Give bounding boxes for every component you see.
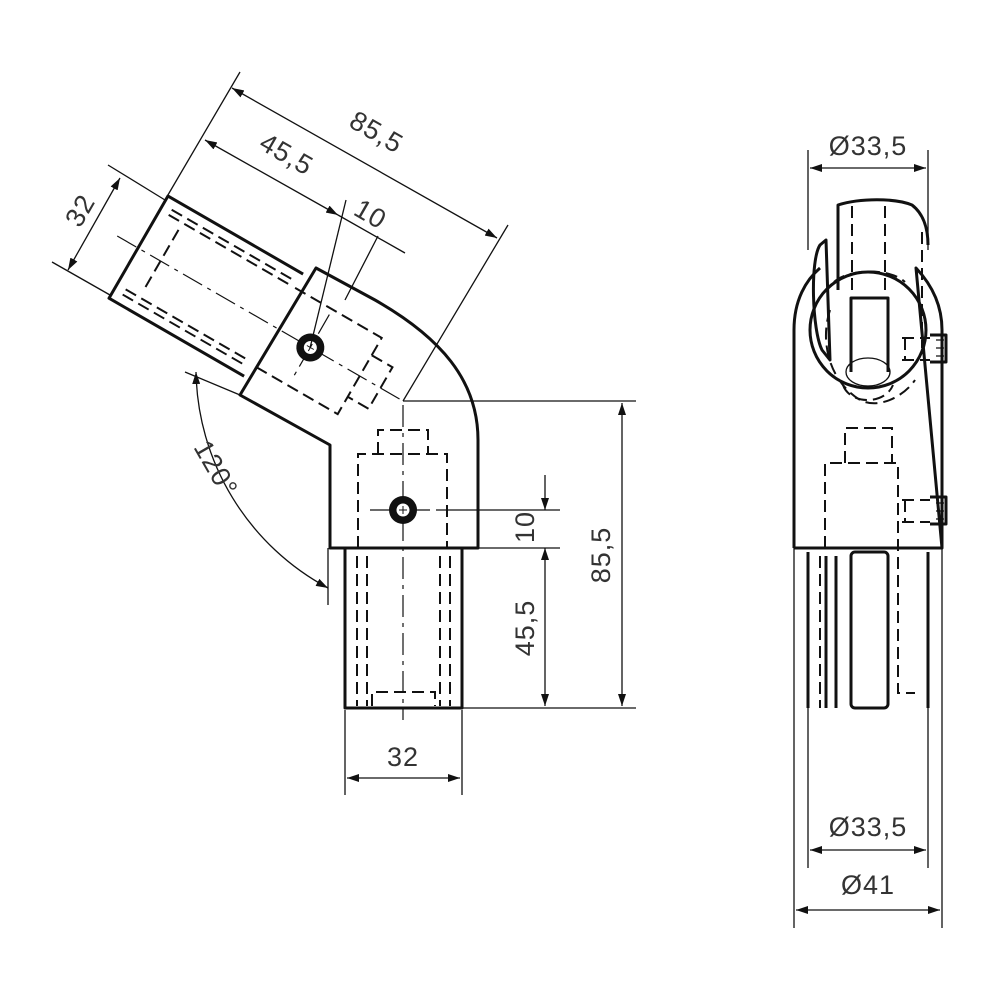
dim-vertical-total: 85,5: [586, 527, 616, 584]
arm-dimensions: 85,5 45,5 10 32 120°: [51, 71, 509, 605]
dim-bottom-inner-diameter: Ø33,5: [829, 812, 908, 842]
dim-arm-width: 32: [59, 189, 101, 232]
dim-top-diameter: Ø33,5: [829, 131, 908, 161]
side-view: Ø33,5 Ø33,5 Ø41: [792, 131, 948, 928]
dim-arm-screw: 10: [349, 193, 392, 235]
dim-vertical-pipe: 45,5: [510, 600, 540, 657]
vertical-dimensions: 10 45,5 85,5 32: [344, 400, 636, 795]
set-screw-icon: [902, 333, 948, 364]
front-view: 85,5 45,5 10 32 120° 10 45,5 85,5 32: [51, 71, 636, 795]
set-screw-icon: [902, 495, 948, 526]
dim-arm-total: 85,5: [345, 105, 409, 159]
dim-vertical-screw: 10: [510, 511, 540, 543]
screw-icon: [389, 496, 417, 524]
dim-outer-diameter: Ø41: [841, 870, 895, 900]
dim-vertical-width: 32: [387, 742, 419, 772]
dim-angle: 120°: [188, 435, 244, 502]
elbow-body-outline: [238, 266, 480, 550]
side-body-outline: [792, 266, 944, 550]
